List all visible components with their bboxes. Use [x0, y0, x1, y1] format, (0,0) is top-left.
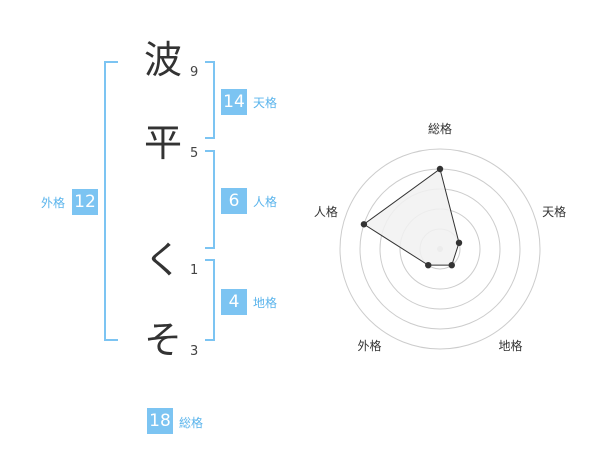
stroke-count-2: 5 [190, 146, 199, 161]
radar-point-3 [448, 261, 455, 269]
radar-axis-label-1: 総格 [428, 121, 452, 136]
radar-point-5 [360, 221, 368, 228]
name-char-2: 平 [143, 121, 182, 165]
soukaku-label: 総格 [179, 416, 204, 430]
radar-grid-ring-5 [339, 148, 541, 350]
chikaku-bracket [205, 259, 215, 341]
name-char-4: そ [143, 318, 182, 362]
name-char-3: く [143, 238, 182, 282]
tenkaku-value-badge: 14 [221, 89, 247, 115]
radar-axis-label-4: 外格 [357, 338, 381, 353]
gaikaku-value-badge: 12 [72, 189, 98, 215]
stroke-count-3: 1 [190, 263, 199, 278]
jinkaku-value-badge: 6 [221, 188, 247, 214]
radar-point-1 [436, 165, 444, 173]
jinkaku-label: 人格 [253, 195, 278, 209]
radar-point-4 [425, 261, 432, 269]
tenkaku-label: 天格 [253, 96, 278, 110]
radar-axis-label-5: 人格 [314, 204, 338, 219]
tenkaku-bracket [205, 61, 215, 139]
stroke-count-1: 9 [190, 65, 199, 80]
gaikaku-bracket [104, 61, 118, 341]
soukaku-value-badge: 18 [147, 408, 173, 434]
chikaku-label: 地格 [253, 296, 278, 310]
name-char-1: 波 [143, 38, 182, 82]
stroke-count-4: 3 [190, 344, 199, 359]
radar-point-2 [455, 239, 463, 247]
radar-axis-label-3: 地格 [499, 338, 523, 353]
jinkaku-bracket [205, 150, 215, 249]
radar-axis-label-2: 天格 [542, 204, 566, 219]
radar-series-polygon [363, 168, 460, 266]
gaikaku-label: 外格 [41, 196, 66, 210]
chikaku-value-badge: 4 [221, 289, 247, 315]
